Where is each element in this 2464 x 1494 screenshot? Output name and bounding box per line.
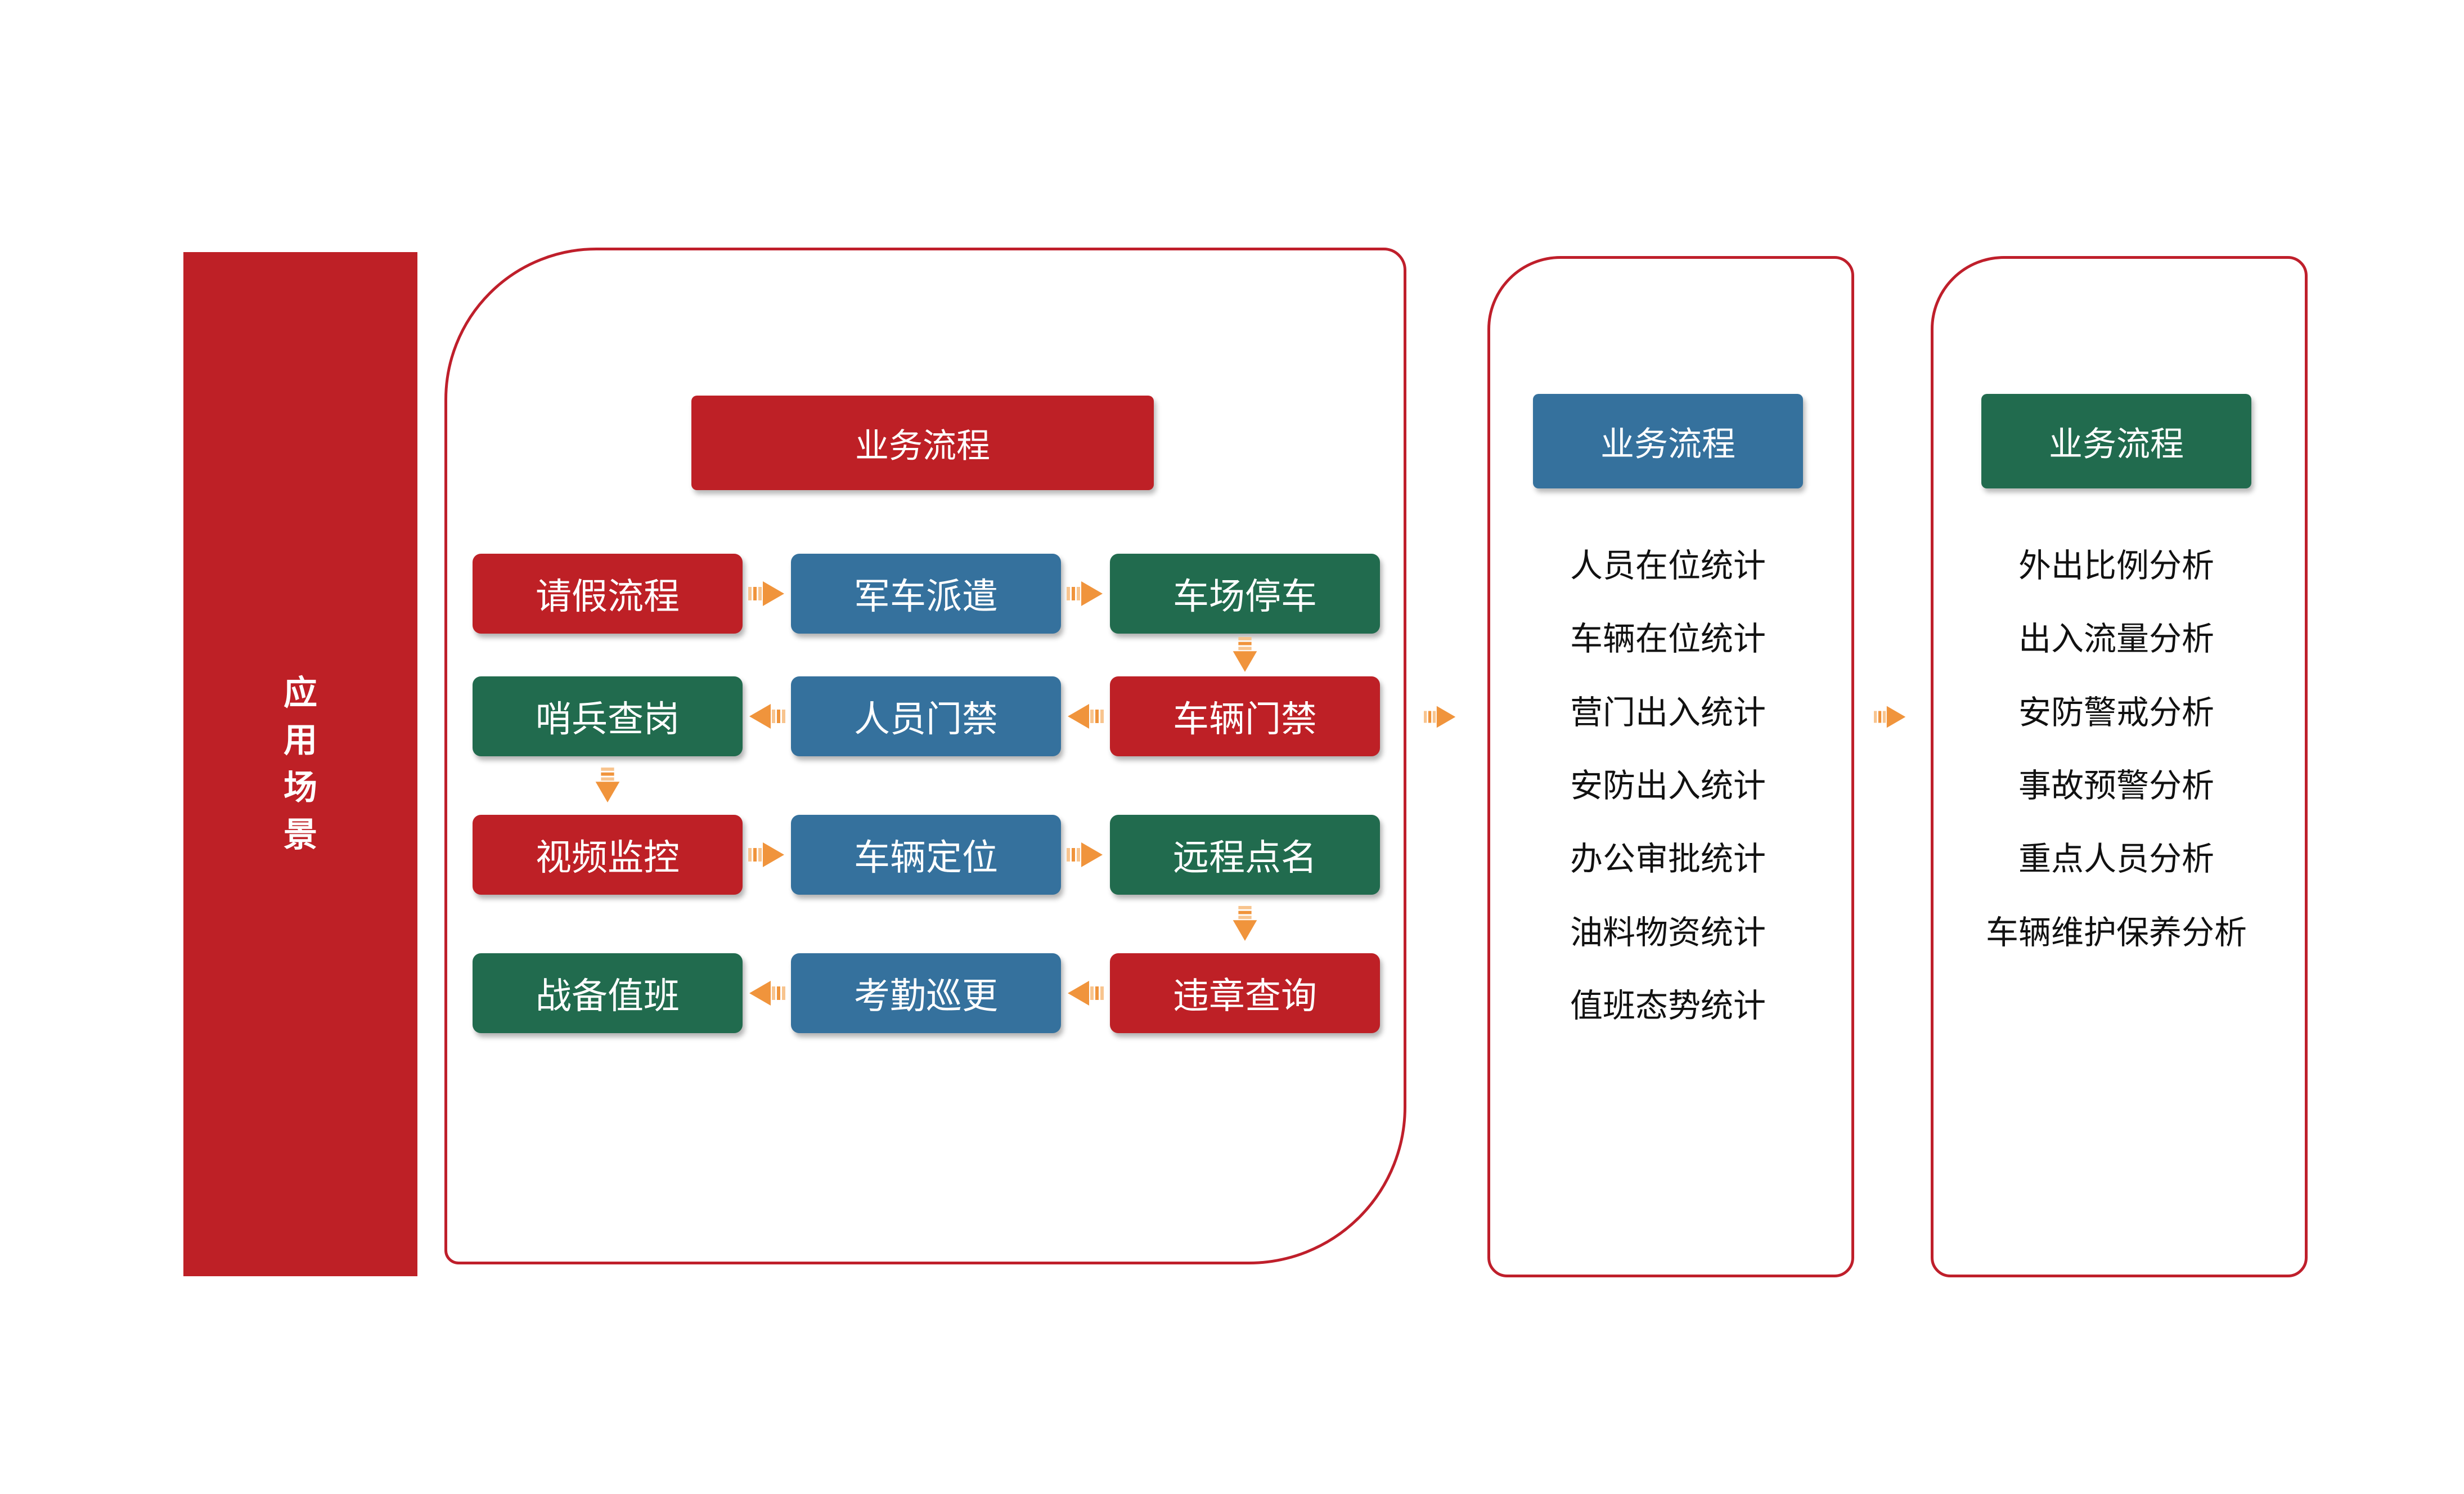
process-step: 视频监控 — [473, 815, 743, 895]
sidebar-char: 用 — [284, 721, 317, 759]
statistics-item: 人员在位统计 — [1570, 548, 1766, 584]
process-step: 车场停车 — [1110, 554, 1380, 634]
statistics-item: 值班态势统计 — [1570, 988, 1766, 1024]
flow-arrow-right-icon — [1067, 580, 1104, 607]
process-step: 请假流程 — [473, 554, 743, 634]
analysis-item: 安防警戒分析 — [2018, 694, 2214, 731]
process-step: 战备值班 — [473, 953, 743, 1033]
flow-arrow-left-icon — [1067, 703, 1104, 730]
flow-arrow-left-icon — [748, 703, 785, 730]
flow-arrow-down-icon — [1231, 906, 1258, 942]
flow-arrow-left-icon — [1067, 980, 1104, 1007]
panel-connector-arrow-icon — [1874, 703, 1907, 730]
process-step: 人员门禁 — [791, 676, 1061, 756]
flow-arrow-right-icon — [1067, 841, 1104, 868]
process-step: 军车派遣 — [791, 554, 1061, 634]
analysis-item: 重点人员分析 — [2018, 841, 2214, 877]
statistics-item: 油料物资统计 — [1570, 914, 1766, 951]
sidebar-char: 景 — [284, 816, 317, 854]
flow-arrow-left-icon — [748, 980, 785, 1007]
process-step: 远程点名 — [1110, 815, 1380, 895]
process-step: 哨兵查岗 — [473, 676, 743, 756]
flow-arrow-down-icon — [594, 768, 621, 804]
statistics-item: 办公审批统计 — [1570, 841, 1766, 877]
flow-arrow-right-icon — [748, 841, 785, 868]
statistics-panel-header: 业务流程 — [1533, 394, 1803, 488]
analysis-panel-header: 业务流程 — [1981, 394, 2251, 488]
flow-arrow-right-icon — [748, 580, 785, 607]
analysis-item: 事故预警分析 — [2018, 768, 2214, 804]
process-step: 违章查询 — [1110, 953, 1380, 1033]
sidebar-char: 场 — [284, 769, 317, 806]
statistics-item: 车辆在位统计 — [1570, 621, 1766, 657]
scenario-sidebar: 应 用 场 景 — [183, 252, 417, 1276]
process-step: 车辆门禁 — [1110, 676, 1380, 756]
statistics-item: 安防出入统计 — [1570, 768, 1766, 804]
statistics-item: 营门出入统计 — [1570, 694, 1766, 731]
process-step: 车辆定位 — [791, 815, 1061, 895]
process-panel-header: 业务流程 — [691, 396, 1154, 490]
process-step: 考勤巡更 — [791, 953, 1061, 1033]
flow-arrow-down-icon — [1231, 637, 1258, 673]
panel-connector-arrow-icon — [1424, 703, 1456, 730]
scenario-sidebar-label: 应 用 场 景 — [284, 670, 317, 859]
analysis-item: 出入流量分析 — [2018, 621, 2214, 657]
sidebar-char: 应 — [284, 674, 317, 712]
analysis-item: 车辆维护保养分析 — [1985, 914, 2247, 951]
analysis-item: 外出比例分析 — [2018, 548, 2214, 584]
